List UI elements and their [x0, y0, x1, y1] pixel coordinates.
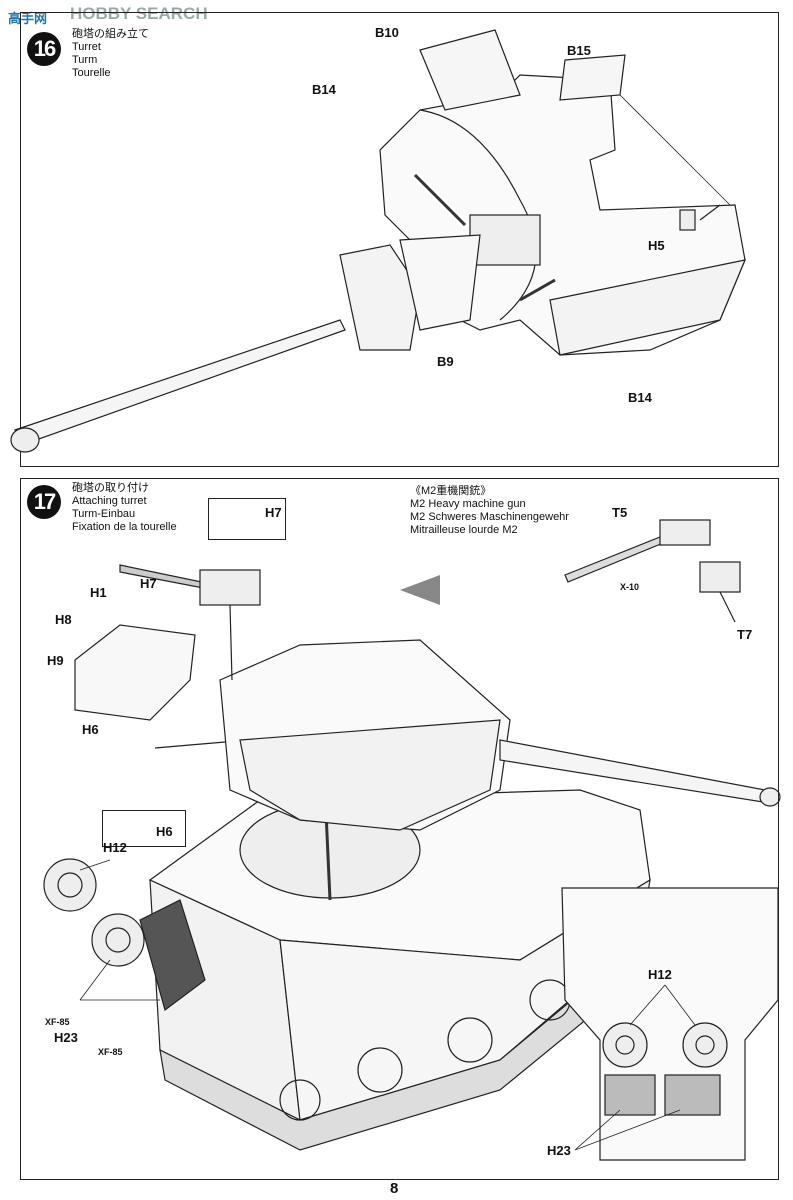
paint-label: XF-85: [45, 1017, 70, 1027]
title-en: M2 Heavy machine gun: [410, 498, 526, 510]
part-label: H12: [103, 840, 127, 855]
title-jp: 砲塔の組み立て: [72, 28, 149, 40]
page-number: 8: [390, 1180, 399, 1197]
part-label: H6: [82, 722, 99, 737]
step16-number: 16: [27, 32, 61, 66]
paint-label: XF-85: [98, 1047, 123, 1057]
part-label: H12: [648, 967, 672, 982]
part-label: T5: [612, 505, 628, 520]
title-jp: 砲塔の取り付け: [72, 482, 149, 494]
h7-detail-inset: [208, 498, 286, 540]
title-fr: Fixation de la tourelle: [72, 521, 177, 533]
title-jp: 《M2重機関銃》: [410, 485, 492, 497]
title-fr: Tourelle: [72, 67, 111, 79]
tank-drawing: [43, 519, 781, 1161]
step17-frame: [20, 478, 779, 1180]
step17-number: 17: [27, 485, 61, 519]
title-de: Turm-Einbau: [72, 508, 136, 520]
part-label: H7: [140, 576, 157, 591]
part-label: B14: [312, 82, 336, 97]
title-en: Attaching turret: [72, 495, 147, 507]
watermark: HOBBY SEARCH: [70, 4, 208, 23]
step17-title: 砲塔の取り付け Attaching turret Turm-Einbau Fix…: [72, 482, 177, 534]
part-label: H7: [265, 505, 282, 520]
part-label: H9: [47, 653, 64, 668]
step16-title: 砲塔の組み立て Turret Turm Tourelle: [72, 28, 149, 80]
h6-detail-inset: [102, 810, 186, 847]
title-en: Turret: [72, 41, 101, 53]
part-label: B14: [628, 390, 652, 405]
part-label: H8: [55, 612, 72, 627]
m2-subassembly-title: 《M2重機関銃》 M2 Heavy machine gun M2 Schwere…: [410, 485, 569, 537]
part-label: T7: [737, 627, 753, 642]
part-label: B15: [567, 43, 591, 58]
turret-drawing: [10, 29, 746, 453]
watermark-logo: 高手网: [8, 11, 48, 26]
part-label: H1: [90, 585, 107, 600]
part-label: B9: [437, 354, 454, 369]
part-label: H23: [547, 1143, 571, 1158]
title-de: Turm: [72, 54, 98, 66]
step16-frame: [20, 12, 779, 467]
title-de: M2 Schweres Maschinengewehr: [410, 511, 569, 523]
part-label: H6: [156, 824, 173, 839]
title-fr: Mitrailleuse lourde M2: [410, 524, 518, 536]
part-label: H5: [648, 238, 665, 253]
part-label: H23: [54, 1030, 78, 1045]
part-label: B10: [375, 25, 399, 40]
paint-label: X-10: [620, 582, 640, 592]
